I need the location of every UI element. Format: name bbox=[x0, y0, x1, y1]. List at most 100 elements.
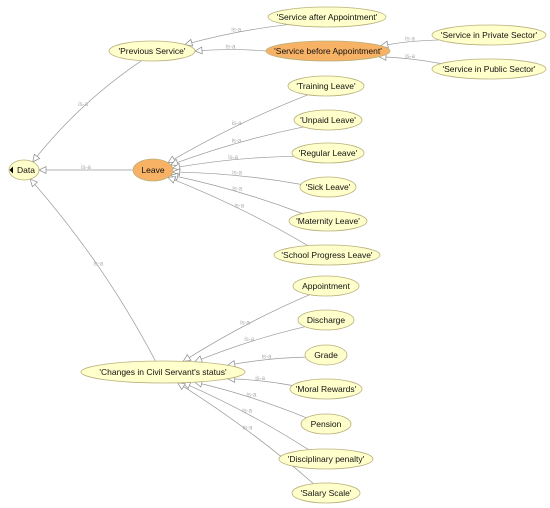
node-ellipse[interactable] bbox=[292, 275, 360, 297]
arrowhead bbox=[167, 176, 177, 184]
edges-layer: is-ais-ais-ais-ais-ais-ais-ais-ais-ais-a… bbox=[29, 24, 441, 484]
node-label: 'Unpaid Leave' bbox=[300, 115, 356, 125]
expand-triangle-icon[interactable] bbox=[9, 166, 14, 174]
arrowhead bbox=[32, 153, 41, 163]
node-label: 'School Progress Leave' bbox=[281, 250, 373, 260]
node-grade[interactable]: Grade bbox=[304, 344, 348, 366]
edge-label: is-a bbox=[246, 393, 256, 399]
edge-label: is-a bbox=[262, 355, 272, 361]
node-pension[interactable]: Pension bbox=[300, 413, 352, 435]
edge-label: is-a bbox=[232, 171, 242, 177]
edge-school-progress-leave-to-leave: is-a bbox=[167, 176, 309, 246]
edge-line bbox=[32, 60, 142, 163]
node-label: 'Previous Service' bbox=[118, 46, 185, 56]
edge-line bbox=[182, 382, 309, 451]
arrowhead bbox=[194, 46, 203, 55]
node-label: 'Salary Scale' bbox=[301, 488, 352, 498]
edge-label: is-a bbox=[255, 376, 265, 382]
edge-line bbox=[167, 94, 309, 164]
node-maternity-leave[interactable]: 'Maternity Leave' bbox=[288, 210, 368, 232]
arrowhead bbox=[169, 158, 180, 167]
node-ellipse[interactable] bbox=[297, 309, 355, 331]
node-label: 'Service in Private Sector' bbox=[441, 30, 538, 40]
node-ellipse[interactable] bbox=[132, 158, 174, 182]
edge-training-leave-to-leave: is-a bbox=[167, 94, 309, 164]
node-ellipse[interactable] bbox=[299, 176, 357, 198]
node-discharge[interactable]: Discharge bbox=[297, 309, 355, 331]
node-ellipse[interactable] bbox=[80, 360, 246, 384]
edge-line bbox=[167, 176, 309, 246]
node-unpaid-leave[interactable]: 'Unpaid Leave' bbox=[293, 109, 363, 131]
node-service-before-appointment[interactable]: 'Service before Appointment' bbox=[265, 40, 391, 62]
edge-label: is-a bbox=[78, 102, 88, 108]
edge-service-in-public-sector-to-service-before-appointment: is-a bbox=[378, 52, 441, 64]
edge-appointment-to-changes-status: is-a bbox=[182, 294, 310, 362]
edge-service-in-private-sector-to-service-before-appointment: is-a bbox=[379, 37, 440, 49]
edge-grade-to-changes-status: is-a bbox=[226, 355, 306, 368]
node-label: Grade bbox=[314, 350, 338, 360]
node-training-leave[interactable]: 'Training Leave' bbox=[287, 75, 365, 97]
edge-line bbox=[194, 326, 306, 363]
edge-previous-service-to-data: is-a bbox=[32, 60, 142, 163]
node-moral-rewards[interactable]: 'Moral Rewards' bbox=[289, 378, 363, 400]
node-ellipse[interactable] bbox=[267, 6, 387, 28]
edge-label: is-a bbox=[93, 261, 103, 267]
node-salary-scale[interactable]: 'Salary Scale' bbox=[291, 482, 361, 504]
edge-label: is-a bbox=[242, 409, 252, 415]
node-ellipse[interactable] bbox=[287, 75, 365, 97]
edge-leave-to-data: is-a bbox=[38, 165, 133, 174]
node-changes-status[interactable]: 'Changes in Civil Servant's status' bbox=[80, 360, 246, 384]
edge-line bbox=[29, 178, 156, 362]
edge-label: is-a bbox=[405, 54, 415, 60]
node-ellipse[interactable] bbox=[8, 159, 40, 181]
edge-line bbox=[177, 382, 314, 484]
node-regular-leave[interactable]: 'Regular Leave' bbox=[291, 142, 365, 164]
node-ellipse[interactable] bbox=[278, 448, 374, 470]
node-disciplinary-penalty[interactable]: 'Disciplinary penalty' bbox=[278, 448, 374, 470]
node-ellipse[interactable] bbox=[291, 482, 361, 504]
node-ellipse[interactable] bbox=[273, 244, 381, 266]
node-service-in-public-sector[interactable]: 'Service in Public Sector' bbox=[431, 58, 547, 80]
edge-label: is-a bbox=[231, 27, 241, 33]
node-appointment[interactable]: Appointment bbox=[292, 275, 360, 297]
edge-unpaid-leave-to-leave: is-a bbox=[169, 126, 304, 167]
edge-label: is-a bbox=[81, 165, 91, 171]
node-previous-service[interactable]: 'Previous Service' bbox=[108, 40, 196, 62]
node-label: 'Changes in Civil Servant's status' bbox=[99, 367, 227, 377]
edge-regular-leave-to-leave: is-a bbox=[171, 155, 295, 171]
edge-line bbox=[172, 155, 295, 169]
arrowhead bbox=[184, 38, 194, 47]
node-label: 'Service in Public Sector' bbox=[442, 64, 535, 74]
node-service-after-appointment[interactable]: 'Service after Appointment' bbox=[267, 6, 387, 28]
node-ellipse[interactable] bbox=[293, 109, 363, 131]
node-service-in-private-sector[interactable]: 'Service in Private Sector' bbox=[431, 24, 547, 46]
edge-changes-status-to-data: is-a bbox=[29, 178, 156, 362]
edge-label: is-a bbox=[232, 121, 242, 127]
edge-label: is-a bbox=[405, 37, 415, 43]
edge-label: is-a bbox=[226, 45, 236, 51]
node-sick-leave[interactable]: 'Sick Leave' bbox=[299, 176, 357, 198]
node-ellipse[interactable] bbox=[291, 142, 365, 164]
node-ellipse[interactable] bbox=[300, 413, 352, 435]
node-ellipse[interactable] bbox=[431, 58, 547, 80]
edge-sick-leave-to-leave: is-a bbox=[171, 168, 302, 185]
node-label: 'Training Leave' bbox=[296, 81, 356, 91]
node-ellipse[interactable] bbox=[108, 40, 196, 62]
node-school-progress-leave[interactable]: 'School Progress Leave' bbox=[273, 244, 381, 266]
edge-line bbox=[170, 174, 303, 214]
edge-label: is-a bbox=[232, 138, 242, 144]
node-ellipse[interactable] bbox=[289, 378, 363, 400]
node-leave[interactable]: Leave bbox=[132, 158, 174, 182]
node-ellipse[interactable] bbox=[304, 344, 348, 366]
node-data[interactable]: Data bbox=[8, 159, 40, 181]
node-ellipse[interactable] bbox=[265, 40, 391, 62]
edge-line bbox=[194, 381, 307, 419]
node-label: Appointment bbox=[302, 281, 350, 291]
arrowhead bbox=[171, 162, 181, 171]
node-ellipse[interactable] bbox=[288, 210, 368, 232]
edge-label: is-a bbox=[228, 155, 238, 161]
edge-line bbox=[184, 24, 289, 45]
node-ellipse[interactable] bbox=[431, 24, 547, 46]
node-label: 'Sick Leave' bbox=[306, 182, 351, 192]
